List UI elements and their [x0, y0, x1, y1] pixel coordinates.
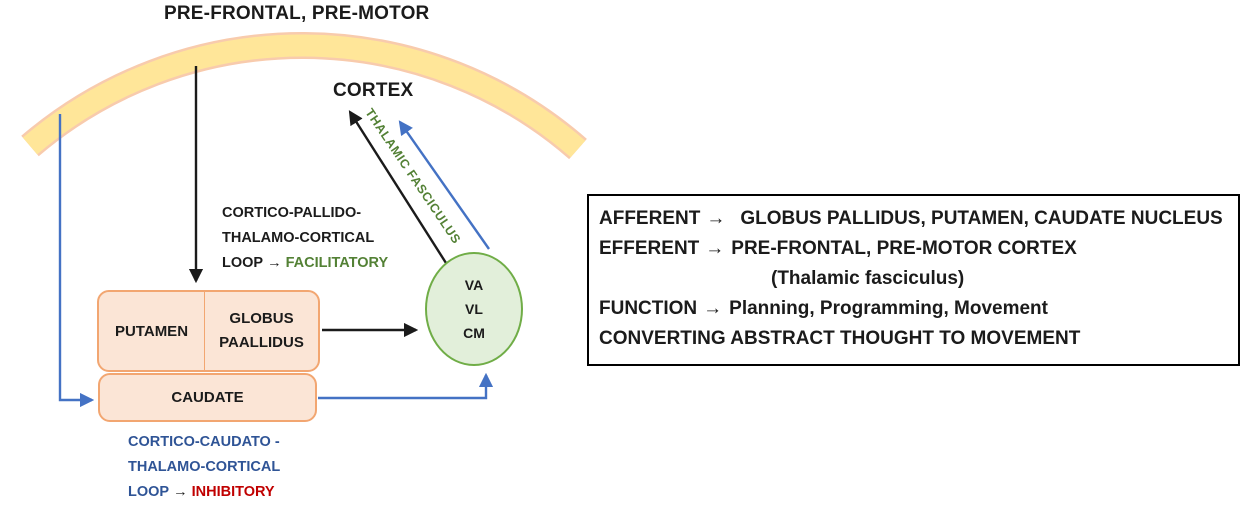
- facilitatory-loop-note: CORTICO-PALLIDO- THALAMO-CORTICAL LOOP→F…: [222, 201, 388, 276]
- thalamic-fasciculus-arrow: [398, 120, 490, 250]
- caudate-label: CAUDATE: [171, 389, 244, 406]
- inhibitory-loop-line1: CORTICO-CAUDATO -: [128, 434, 280, 450]
- cortex-to-caudate-arrow: [58, 114, 95, 408]
- cortex-arc: [22, 34, 586, 158]
- inhibitory-keyword: INHIBITORY: [191, 484, 275, 500]
- inhibitory-loop-line3: LOOP→INHIBITORY: [128, 480, 280, 505]
- facilitatory-loop-line2: THALAMO-CORTICAL: [222, 230, 375, 246]
- right-arrow-glyph: →: [267, 255, 282, 271]
- thalamus-va-label: VA: [464, 277, 484, 293]
- converting-line: CONVERTING ABSTRACT THOUGHT TO MOVEMENT: [599, 324, 1228, 354]
- right-arrow-glyph: →: [703, 298, 723, 319]
- facilitatory-loop-line3: LOOP→FACILITATORY: [222, 251, 388, 276]
- caudate-to-thalamus-arrow: [318, 372, 494, 400]
- facilitatory-loop-line1: CORTICO-PALLIDO-: [222, 205, 362, 221]
- right-arrow-glyph: →: [173, 484, 188, 500]
- pre-frontal-pre-motor-label: PRE-FRONTAL, PRE-MOTOR: [164, 3, 430, 24]
- globus-pallidus-cell: GLOBUS PAALLIDUS: [205, 292, 318, 370]
- facilitatory-keyword: FACILITATORY: [285, 255, 389, 271]
- thalamus-to-cortex-arrow: [348, 110, 448, 264]
- right-arrow-glyph: →: [706, 208, 726, 229]
- right-arrow-glyph: →: [705, 238, 725, 259]
- converting-value: CONVERTING ABSTRACT THOUGHT TO MOVEMENT: [599, 328, 1081, 349]
- caudate-node: CAUDATE: [98, 373, 317, 422]
- putamen-label: PUTAMEN: [114, 322, 189, 340]
- thalamus-node: VA VL CM: [425, 252, 523, 366]
- afferent-line: AFFERENT→ GLOBUS PALLIDUS, PUTAMEN, CAUDA…: [599, 204, 1228, 234]
- putamen-cell: PUTAMEN: [99, 292, 205, 370]
- efferent-label: EFFERENT: [599, 238, 700, 259]
- thalamic-fasciculus-note-line: (Thalamic fasciculus): [599, 264, 1228, 294]
- thalamus-cm-label: CM: [463, 325, 485, 341]
- inhibitory-loop-prefix: LOOP: [128, 484, 170, 500]
- globus-pallidus-label-line1: GLOBUS: [229, 310, 294, 327]
- inhibitory-loop-note: CORTICO-CAUDATO - THALAMO-CORTICAL LOOP→…: [128, 430, 280, 505]
- afferent-value: GLOBUS PALLIDUS, PUTAMEN, CAUDATE NUCLEU…: [740, 208, 1223, 229]
- function-value: Planning, Programming, Movement: [729, 298, 1048, 319]
- thalamic-fasciculus-note: (Thalamic fasciculus): [771, 268, 965, 289]
- putamen-globus-pallidus-node: PUTAMEN GLOBUS PAALLIDUS: [97, 290, 320, 372]
- function-label: FUNCTION: [599, 298, 698, 319]
- inhibitory-loop-line2: THALAMO-CORTICAL: [128, 459, 281, 475]
- thalamus-vl-label: VL: [465, 301, 483, 317]
- efferent-value: PRE-FRONTAL, PRE-MOTOR CORTEX: [731, 238, 1077, 259]
- cortex-label: CORTEX: [333, 80, 414, 101]
- summary-info-box: AFFERENT→GLOBUS PALLIDUS, PUTAMEN, CAUDA…: [587, 194, 1240, 366]
- afferent-label: AFFERENT: [599, 208, 701, 229]
- facilitatory-loop-prefix: LOOP: [222, 255, 264, 271]
- efferent-line: EFFERENT→ PRE-FRONTAL, PRE-MOTOR CORTEX: [599, 234, 1228, 264]
- function-line: FUNCTION→ Planning, Programming, Movement: [599, 294, 1228, 324]
- globus-pallidus-label-line2: PAALLIDUS: [219, 334, 304, 351]
